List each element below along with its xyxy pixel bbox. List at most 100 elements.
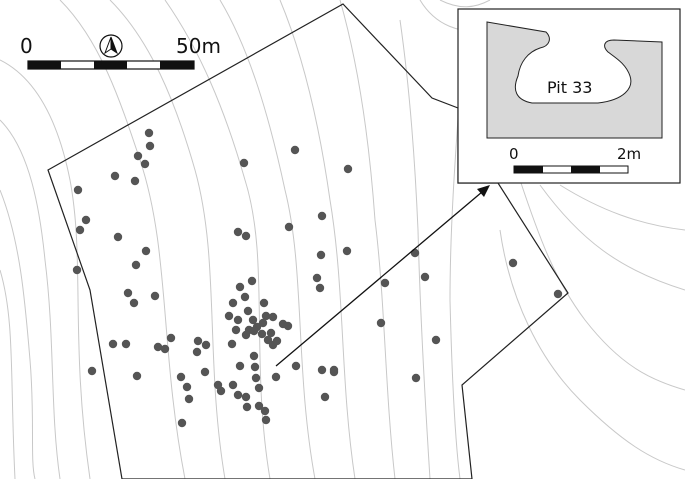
pit-point bbox=[193, 336, 203, 346]
pit-point bbox=[241, 392, 251, 402]
pit-point bbox=[228, 380, 238, 390]
pit-point bbox=[108, 339, 118, 349]
pit-point bbox=[420, 272, 430, 282]
pit-point bbox=[110, 171, 120, 181]
pit-point bbox=[266, 328, 276, 338]
pit-point bbox=[140, 159, 150, 169]
pit-point bbox=[553, 289, 563, 299]
pit-point bbox=[233, 390, 243, 400]
pit-point bbox=[271, 372, 281, 382]
pit-point bbox=[254, 401, 264, 411]
north-arrow-icon bbox=[99, 34, 123, 58]
pit-point bbox=[317, 365, 327, 375]
pit-point bbox=[410, 248, 420, 258]
pit-point bbox=[87, 366, 97, 376]
pit-point bbox=[129, 298, 139, 308]
pit-point bbox=[133, 151, 143, 161]
pit-point bbox=[81, 215, 91, 225]
pit-point bbox=[315, 283, 325, 293]
pit-point bbox=[272, 336, 282, 346]
pit-point bbox=[201, 340, 211, 350]
pit-point bbox=[260, 406, 270, 416]
pit-point bbox=[182, 382, 192, 392]
pit-point bbox=[342, 246, 352, 256]
pit-point bbox=[247, 276, 257, 286]
pit-point bbox=[192, 347, 202, 357]
pit-point bbox=[258, 318, 268, 328]
pit-point bbox=[261, 415, 271, 425]
pit-point bbox=[153, 342, 163, 352]
pit-point bbox=[320, 392, 330, 402]
pit-point bbox=[376, 318, 386, 328]
pit-point bbox=[290, 145, 300, 155]
pit-point bbox=[239, 158, 249, 168]
pit-point bbox=[254, 383, 264, 393]
pit-point bbox=[130, 176, 140, 186]
pit-point bbox=[248, 315, 258, 325]
pit-point bbox=[316, 250, 326, 260]
pit-point bbox=[240, 292, 250, 302]
pit-point bbox=[233, 227, 243, 237]
pit-point bbox=[150, 291, 160, 301]
pit-point bbox=[145, 141, 155, 151]
pit-33-label: Pit 33 bbox=[547, 78, 592, 97]
pit-point bbox=[200, 367, 210, 377]
inset-scale-start-label: 0 bbox=[509, 145, 519, 163]
pit-point bbox=[235, 361, 245, 371]
pit-point bbox=[380, 278, 390, 288]
pit-point bbox=[329, 365, 339, 375]
pit-point bbox=[123, 288, 133, 298]
pit-point bbox=[343, 164, 353, 174]
pit-point bbox=[121, 339, 131, 349]
pit-point bbox=[216, 386, 226, 396]
pit-point bbox=[72, 265, 82, 275]
inset-panel: Pit 33 0 2m bbox=[457, 8, 681, 184]
pit-point bbox=[249, 326, 259, 336]
pit-point bbox=[249, 351, 259, 361]
pit-point bbox=[227, 339, 237, 349]
pit-point bbox=[312, 273, 322, 283]
pit-point bbox=[141, 246, 151, 256]
pit-points bbox=[72, 128, 563, 428]
pit-point bbox=[132, 371, 142, 381]
excavation-boundary bbox=[47, 3, 569, 479]
pit-point bbox=[235, 282, 245, 292]
pit-point bbox=[257, 329, 267, 339]
pit-point bbox=[241, 330, 251, 340]
pit-point bbox=[317, 211, 327, 221]
pit-point bbox=[508, 258, 518, 268]
pit-point bbox=[177, 418, 187, 428]
pit-point bbox=[411, 373, 421, 383]
pit-point bbox=[242, 402, 252, 412]
pit-point bbox=[166, 333, 176, 343]
pit-point bbox=[228, 298, 238, 308]
pit-point bbox=[431, 335, 441, 345]
pit-point bbox=[250, 362, 260, 372]
pit-33-section bbox=[486, 21, 663, 139]
inset-scale-end-label: 2m bbox=[617, 145, 641, 163]
pit-point bbox=[283, 321, 293, 331]
pit-point bbox=[73, 185, 83, 195]
scale-end-label: 50m bbox=[176, 34, 221, 58]
pit-point bbox=[113, 232, 123, 242]
inset-pointer-arrow bbox=[275, 185, 490, 367]
pit-point bbox=[75, 225, 85, 235]
pit-point bbox=[233, 315, 243, 325]
pit-point bbox=[231, 325, 241, 335]
pit-point bbox=[144, 128, 154, 138]
pit-point bbox=[251, 373, 261, 383]
scale-bar: 0 50m bbox=[20, 34, 221, 70]
pit-point bbox=[291, 361, 301, 371]
pit-point bbox=[268, 312, 278, 322]
scale-start-label: 0 bbox=[20, 34, 33, 58]
pit-point bbox=[131, 260, 141, 270]
pit-point bbox=[259, 298, 269, 308]
pit-point bbox=[261, 311, 271, 321]
pit-point bbox=[160, 344, 170, 354]
pit-point bbox=[176, 372, 186, 382]
pit-point bbox=[241, 231, 251, 241]
pit-point bbox=[284, 222, 294, 232]
pit-point bbox=[243, 306, 253, 316]
